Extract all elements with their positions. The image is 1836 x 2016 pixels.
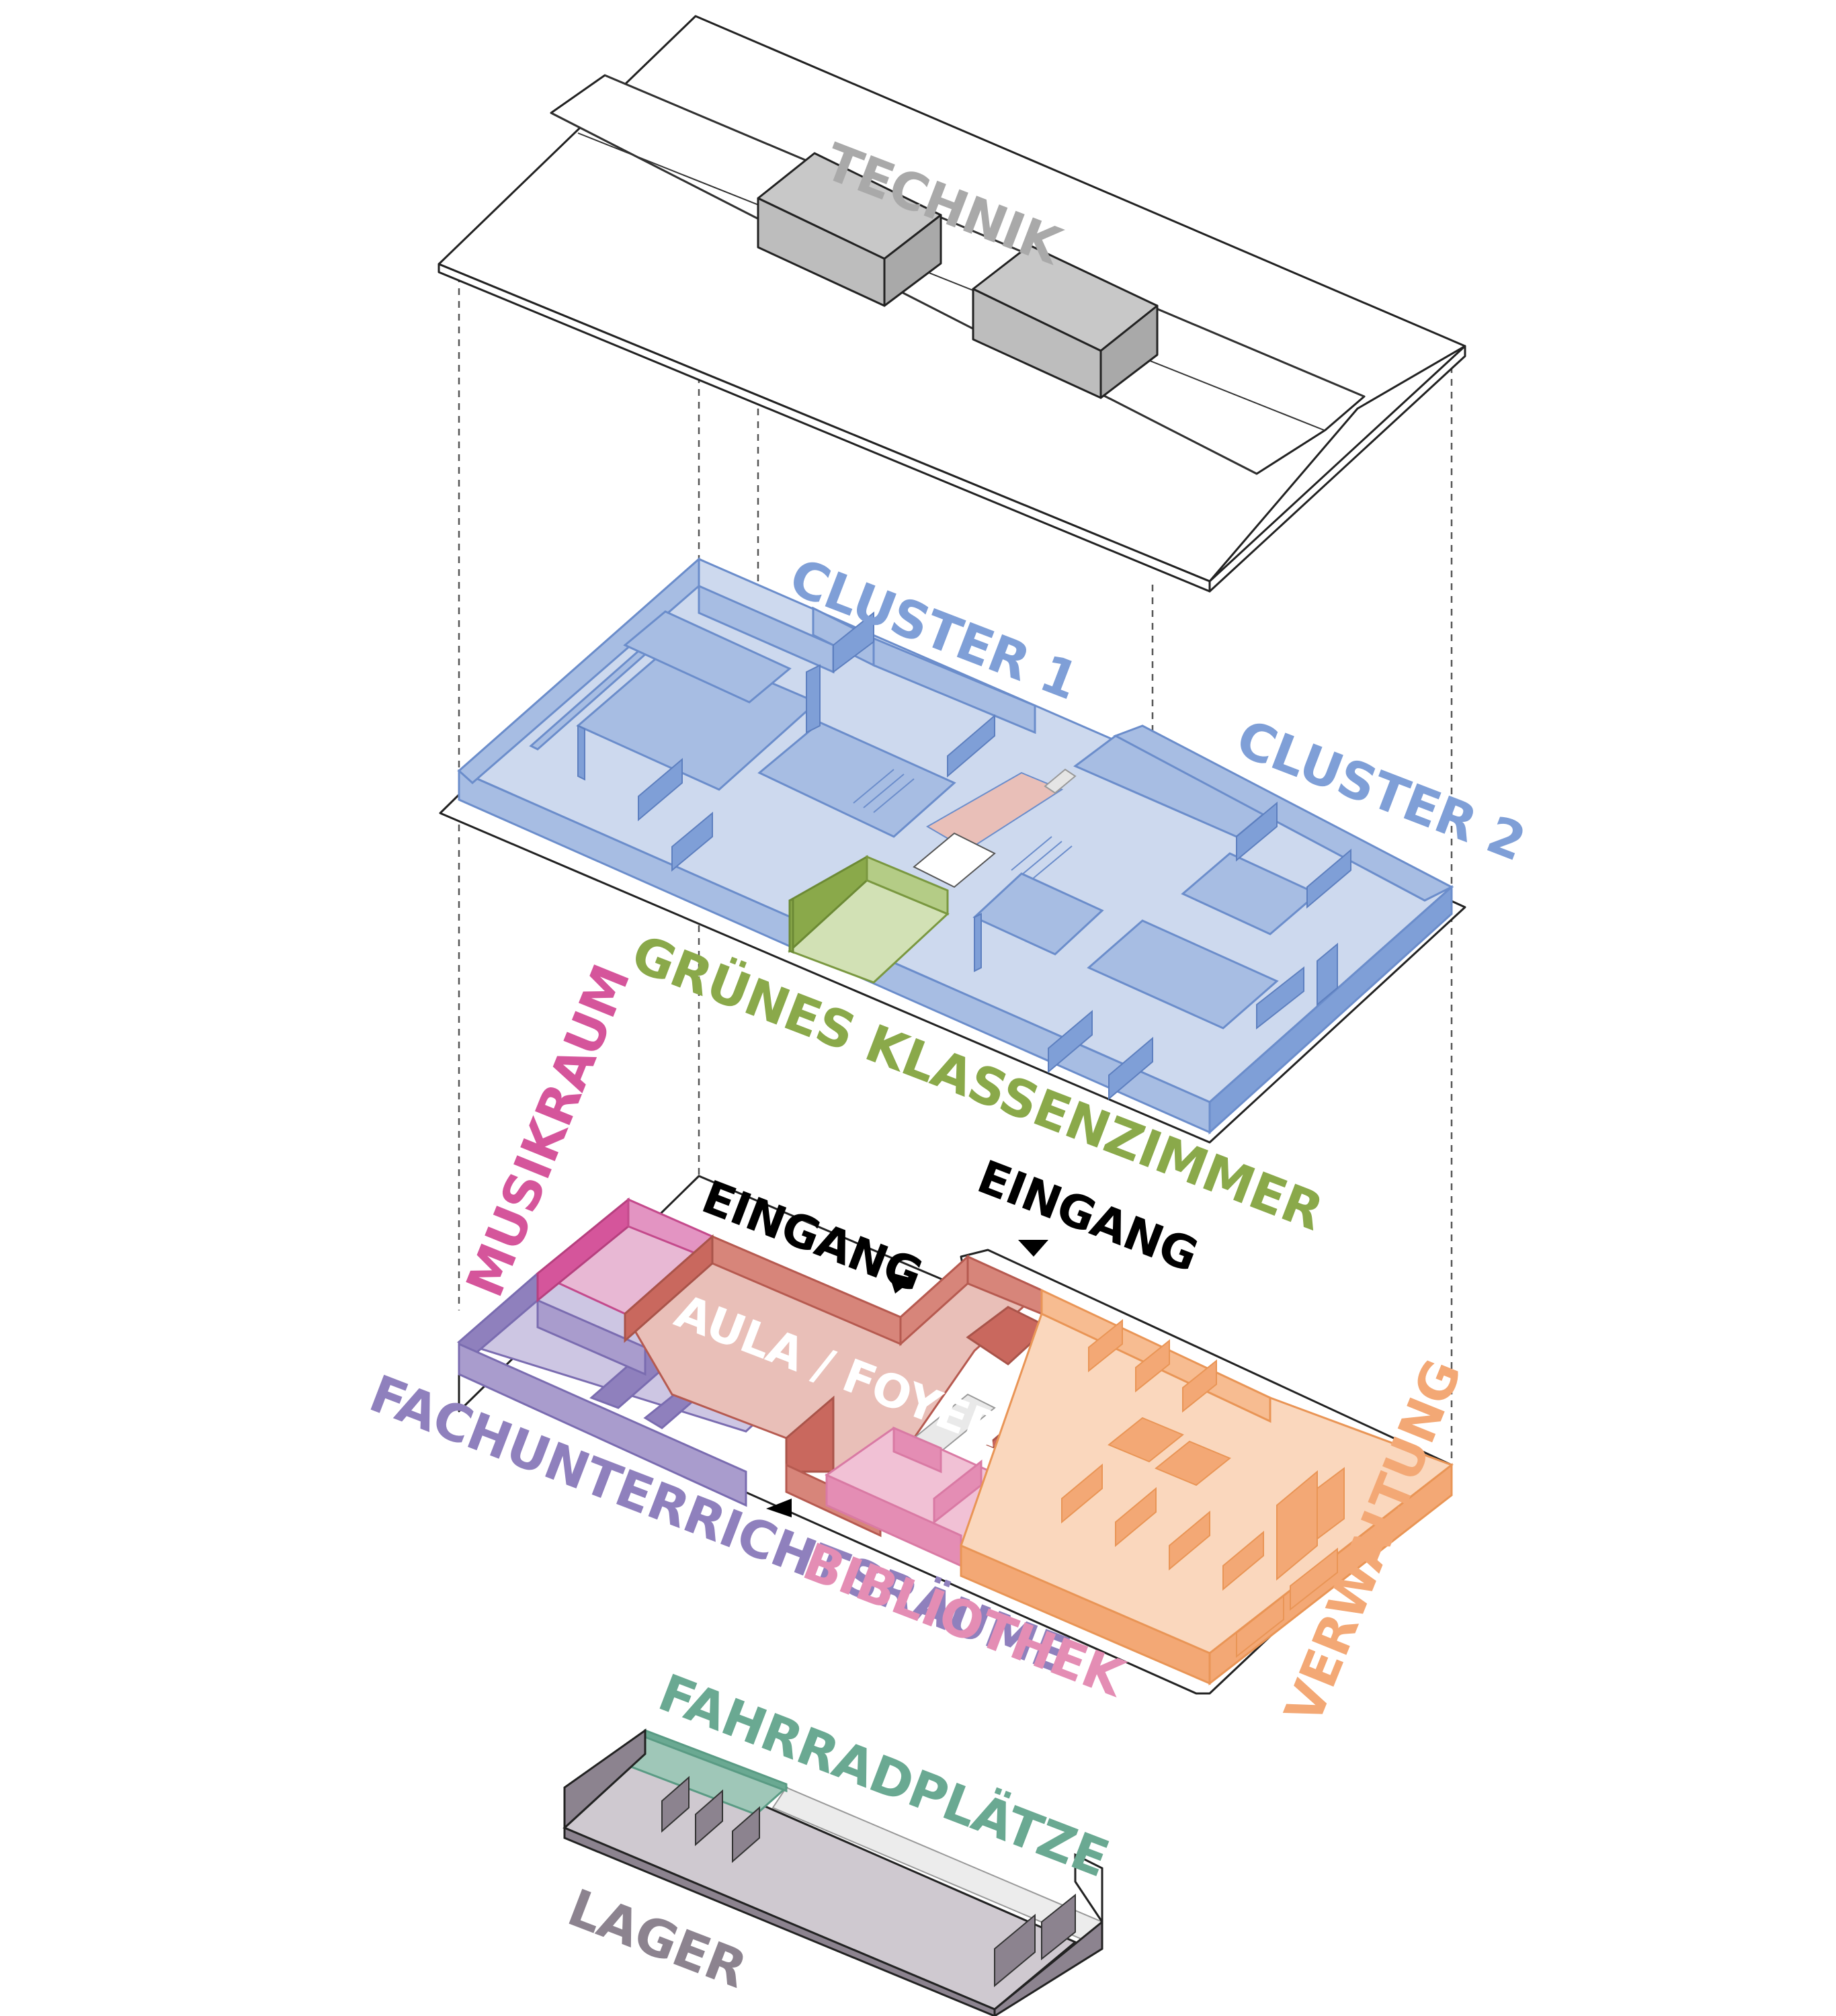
eingang-arrow-3 [766, 1499, 792, 1517]
basement-level: FAHRRADPLÄTZE LAGER [560, 1663, 1116, 2016]
core-stairs [853, 768, 1077, 888]
aula-block [624, 1234, 1083, 1538]
roof-edge-side [1208, 345, 1466, 593]
basement-wall-right [993, 1919, 1103, 2016]
upper-wall-right [1208, 884, 1453, 1135]
technik-box-1 [757, 152, 942, 307]
cluster2-rooms [972, 724, 1454, 1030]
technik-box-2 [972, 244, 1159, 399]
basement-wall-left [563, 1728, 646, 1831]
upper-floor: CLUSTER 1 CLUSTER 2 GRÜNES KLASSENZIMMER [439, 547, 1533, 1242]
eingang-arrow-1 [888, 1272, 914, 1294]
eingang-arrow-2 [1018, 1240, 1048, 1257]
cluster2-walls [974, 801, 1351, 1101]
roof-level: TECHNIK [437, 15, 1466, 593]
verwaltung-block [960, 1288, 1454, 1686]
cluster1-walls [577, 611, 995, 872]
basement-wall-front [563, 1826, 996, 2016]
gruenes-klassenzimmer-room [788, 855, 950, 984]
